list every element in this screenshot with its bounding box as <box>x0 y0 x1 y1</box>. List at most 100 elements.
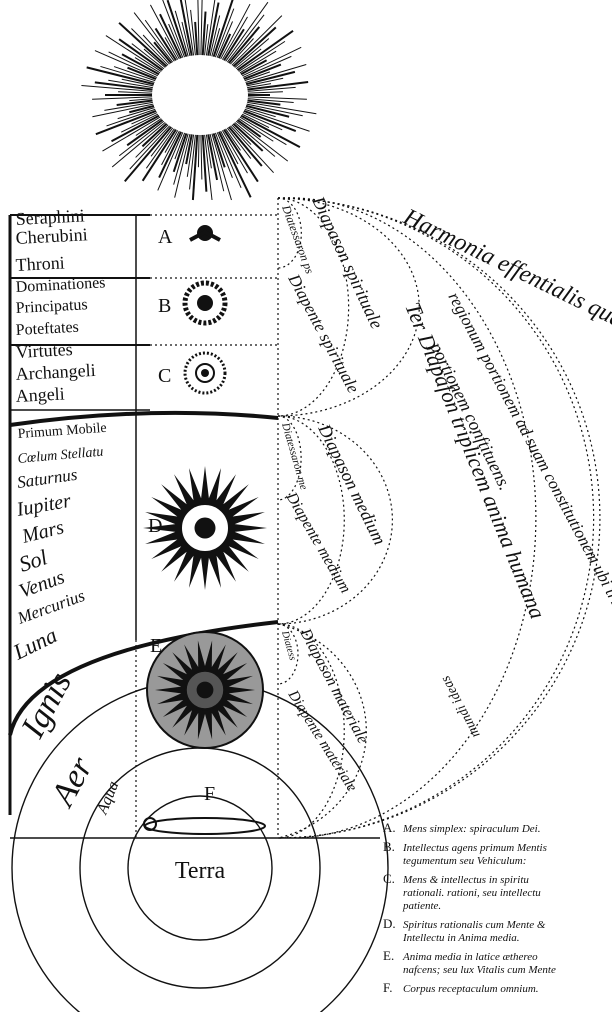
light-ray <box>237 100 317 115</box>
light-ray <box>154 27 181 67</box>
sun-face <box>196 681 214 699</box>
light-ray <box>108 51 167 81</box>
hierarchy-label: Poteftates <box>15 319 79 339</box>
light-ray <box>209 127 232 201</box>
light-ray <box>141 123 181 182</box>
sphere-label: Luna <box>8 622 61 665</box>
light-ray <box>237 81 309 92</box>
light-ray <box>237 95 307 100</box>
light-ray <box>219 123 259 183</box>
aqua-label: Aqua <box>94 779 123 818</box>
light-ray <box>232 112 287 146</box>
light-ray <box>105 35 169 77</box>
light-ray <box>221 1 269 68</box>
light-ray <box>218 16 248 66</box>
light-ray <box>100 65 164 86</box>
light-ray <box>118 38 170 76</box>
sphere-label: Mars <box>19 516 66 548</box>
light-ray <box>210 127 226 168</box>
legend: A.Mens simplex: spiraculum Dei.B.Intelle… <box>383 820 556 995</box>
legend-key: D. <box>383 916 396 931</box>
light-ray <box>81 85 163 93</box>
light-ray <box>185 128 194 165</box>
sphere-label: Cœlum Stellatu <box>17 445 104 467</box>
light-ray <box>223 26 261 70</box>
light-ray <box>206 128 219 181</box>
light-ray <box>126 114 170 147</box>
emblem-A <box>189 225 221 242</box>
light-ray <box>200 0 203 61</box>
light-ray <box>124 120 177 183</box>
light-ray <box>166 0 190 63</box>
light-ray <box>232 110 301 149</box>
light-ray <box>197 0 200 61</box>
stage-letter: F <box>204 783 215 805</box>
light-ray <box>217 125 239 165</box>
light-ray <box>157 126 186 191</box>
hierarchy-label: Seraphini <box>15 205 85 229</box>
emblem-C <box>183 351 227 395</box>
light-ray <box>236 64 307 86</box>
sphere-label: Primum Mobile <box>17 421 107 442</box>
light-ray <box>223 120 263 167</box>
legend-key: F. <box>383 980 392 995</box>
light-ray <box>226 15 283 71</box>
light-ray <box>118 115 171 157</box>
emblem-E-sun <box>146 631 264 749</box>
light-ray <box>235 105 310 132</box>
light-ray <box>150 121 178 157</box>
light-ray <box>191 129 199 201</box>
stage-letter: B <box>158 295 171 317</box>
light-ray <box>203 24 209 62</box>
legend-key: C. <box>383 871 395 886</box>
legend-key: A. <box>383 820 396 835</box>
light-ray <box>94 50 166 82</box>
light-ray <box>203 128 213 201</box>
light-ray <box>173 127 191 185</box>
stage-letter: A <box>158 226 173 248</box>
light-ray <box>95 106 166 136</box>
light-ray <box>186 128 195 177</box>
light-ray <box>227 117 264 152</box>
light-ray <box>162 0 188 64</box>
sun-face <box>194 517 216 539</box>
light-ray <box>237 101 303 117</box>
sphere-label: Saturnus <box>16 465 79 492</box>
legend-text: Spiritus rationalis cum Mente &Intellect… <box>402 919 546 944</box>
emblem-D-sun <box>143 466 267 590</box>
light-ray <box>106 105 165 127</box>
light-ray <box>225 120 274 173</box>
light-ray <box>133 12 178 69</box>
light-ray <box>194 21 199 61</box>
light-ray <box>129 120 175 170</box>
hierarchy-label: Virtutes <box>15 339 73 362</box>
diatessaron-materiale: Diatess <box>279 629 298 662</box>
light-ray <box>144 19 179 68</box>
stage-letter: D <box>148 515 162 537</box>
light-ray <box>174 128 192 198</box>
hierarchy-label: Cherubini <box>15 224 88 248</box>
light-ray <box>149 4 183 65</box>
light-ray <box>212 126 233 178</box>
hierarchy-frame <box>8 198 380 839</box>
light-ray <box>228 38 270 74</box>
legend-text: Corpus receptaculum omnium. <box>403 983 539 995</box>
light-ray <box>161 125 183 166</box>
light-ray <box>201 11 207 61</box>
light-ray <box>86 66 164 88</box>
light-ray <box>228 116 276 157</box>
light-ray <box>210 0 234 63</box>
light-ray <box>158 125 185 178</box>
harmony-arcs <box>277 197 601 839</box>
diapente-medium: Diapente medium <box>282 489 354 596</box>
emblem-B <box>182 280 228 326</box>
terra-label: Terra <box>175 858 226 884</box>
light-core <box>152 55 248 135</box>
light-ray <box>229 115 289 162</box>
light-ray <box>111 116 172 168</box>
hierarchy-label: Angeli <box>15 383 65 406</box>
